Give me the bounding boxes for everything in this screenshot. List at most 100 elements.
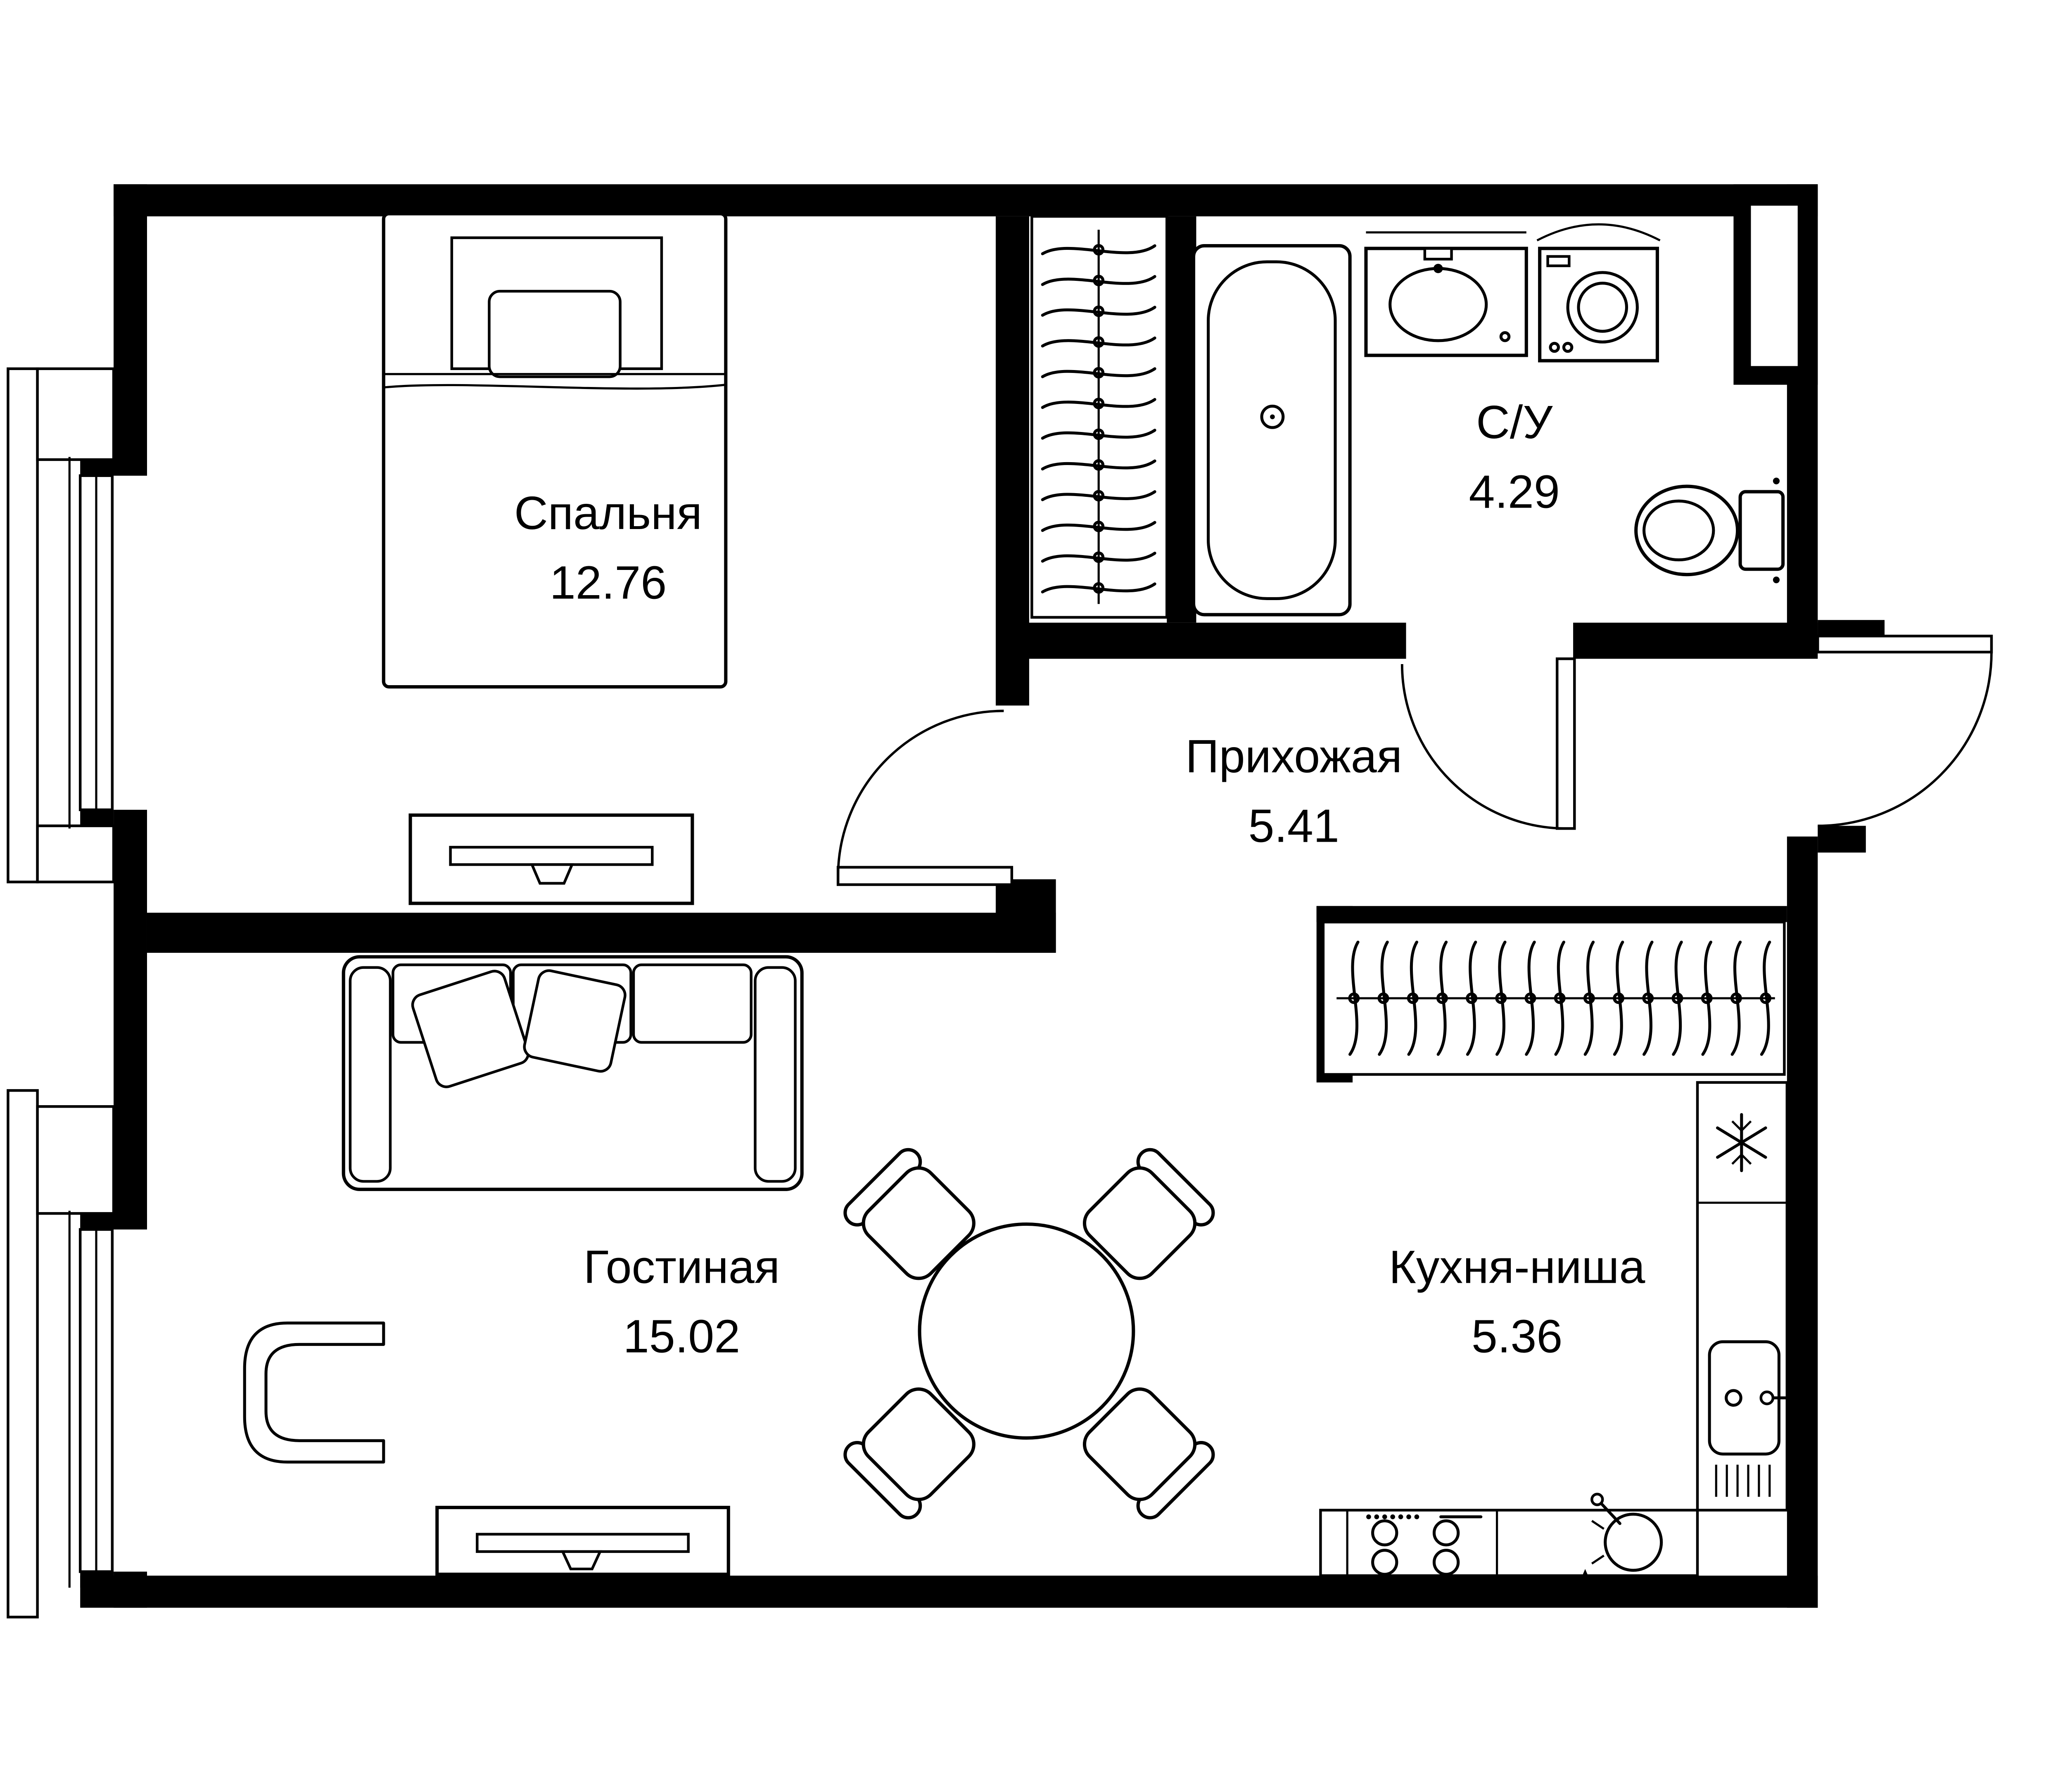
bathtub-drain-dot	[1270, 414, 1275, 420]
sink-faucet	[1423, 247, 1453, 261]
tv-screen	[449, 846, 654, 866]
bottom-wall	[80, 1576, 1818, 1608]
stove-control-dot	[1390, 1514, 1395, 1519]
stove-control-dot	[1382, 1514, 1387, 1519]
stove-control-dot	[1414, 1514, 1419, 1519]
toilet-tank	[1738, 490, 1785, 571]
bathroom-sink	[1364, 231, 1528, 357]
dining-table	[918, 1222, 1135, 1440]
entrance-door-swing-arc	[1818, 652, 1993, 827]
washer-knob	[1562, 342, 1574, 353]
stove-control-dot	[1398, 1514, 1403, 1519]
bedroom-door-swing-arc	[837, 710, 1004, 877]
tv-foot	[560, 1550, 603, 1571]
entry-frame-bottom	[1818, 826, 1866, 853]
bathtub-drain	[1260, 404, 1285, 429]
label-living: Гостиная 15.02	[584, 1241, 780, 1362]
toilet-fitting-dot	[1773, 577, 1780, 584]
window1-jamb-top	[80, 459, 147, 476]
burner	[1371, 1519, 1398, 1547]
towel-rail	[1536, 223, 1661, 242]
bathroom-door-swing-arc	[1400, 664, 1567, 830]
round-sink	[1571, 1493, 1663, 1596]
toilet-bowl	[1634, 484, 1740, 577]
living-area: 15.02	[623, 1310, 740, 1363]
bedroom-door	[836, 710, 1014, 886]
closet-bathroom-wall	[1167, 216, 1196, 623]
top-wall	[114, 184, 1818, 216]
bedroom-name: Спальня	[514, 487, 702, 539]
sink-faucet-dot	[1433, 263, 1443, 273]
kitchen-name: Кухня-ниша	[1389, 1241, 1645, 1293]
stove	[1346, 1510, 1498, 1576]
label-hallway: Прихожая 5.41	[1185, 730, 1402, 852]
washer-drum-inner	[1577, 282, 1628, 333]
bathroom-door-leaf	[1555, 657, 1576, 830]
sparkle-icon	[1571, 1569, 1599, 1596]
window2-jamb-top	[80, 1213, 147, 1229]
sink-drain	[1725, 1389, 1742, 1407]
hallway-name: Прихожая	[1185, 730, 1402, 783]
washing-machine	[1536, 223, 1661, 363]
armchair	[243, 1321, 385, 1464]
windows	[78, 474, 114, 1573]
washer-drum	[1566, 271, 1639, 344]
kitchen-area: 5.36	[1472, 1310, 1562, 1363]
bedroom-door-leaf	[836, 866, 1014, 886]
armchair-outer	[243, 1321, 384, 1464]
toilet	[1634, 477, 1785, 584]
sofa-back-cushion	[632, 963, 753, 1044]
bathtub-basin	[1207, 260, 1337, 600]
bathroom-name: С/У	[1476, 396, 1553, 449]
hallway-area: 5.41	[1248, 800, 1339, 852]
burner	[1371, 1549, 1398, 1576]
bathroom-entry-wall	[1573, 622, 1818, 659]
soap-dish	[1499, 331, 1511, 342]
sofa-pillow	[523, 969, 627, 1073]
window-living	[78, 1228, 114, 1573]
bathtub	[1192, 244, 1352, 617]
left-wall-upper	[114, 184, 147, 476]
tv-foot	[530, 863, 574, 885]
left-wall-middle	[114, 809, 147, 1229]
bathroom-area: 4.29	[1469, 465, 1559, 518]
entrance-door	[1816, 634, 1993, 827]
sofa	[342, 955, 804, 1191]
room-labels: Спальня 12.76 С/У 4.29 Прихожая 5.41 Гос…	[514, 396, 1645, 1363]
exterior-facade	[7, 367, 115, 1619]
living-name: Гостиная	[584, 1241, 780, 1293]
facade-pier-3	[36, 1105, 115, 1215]
toilet-fitting-dot	[1773, 477, 1780, 484]
blanket-fold	[383, 384, 726, 390]
stove-control-dot	[1374, 1514, 1379, 1519]
bedroom-tv-stand	[408, 813, 694, 905]
tv-screen	[476, 1533, 690, 1553]
living-tv-stand	[435, 1506, 730, 1576]
label-bathroom: С/У 4.29	[1469, 396, 1559, 518]
washer-panel	[1546, 255, 1571, 267]
bedroom-area: 12.76	[550, 556, 667, 609]
window1-jamb-bottom	[80, 809, 114, 826]
burner	[1432, 1519, 1460, 1547]
toilet-bowl-inner	[1643, 499, 1715, 562]
window2-jamb-bottom	[80, 1571, 114, 1588]
washer-knob	[1549, 342, 1560, 353]
doors	[836, 634, 1993, 886]
bedroom-living-wall	[147, 912, 1056, 953]
sofa-armrest-left	[349, 966, 392, 1183]
hallway-wardrobe	[1030, 215, 1168, 619]
fridge	[1716, 1113, 1767, 1173]
facade-panel-lower	[7, 1089, 39, 1619]
sink-faucet-base	[1759, 1390, 1775, 1405]
entrance-door-leaf	[1816, 634, 1993, 654]
label-kitchen: Кухня-ниша 5.36	[1389, 1241, 1645, 1362]
vent-shaft-cavity	[1751, 205, 1798, 366]
kitchen-sink	[1708, 1340, 1789, 1497]
bathroom-door	[1400, 657, 1576, 830]
burner	[1432, 1549, 1460, 1576]
kitchen-hallway-wall	[1316, 906, 1787, 922]
right-wall-lower	[1787, 836, 1818, 1608]
facade-pier-1	[36, 367, 115, 461]
